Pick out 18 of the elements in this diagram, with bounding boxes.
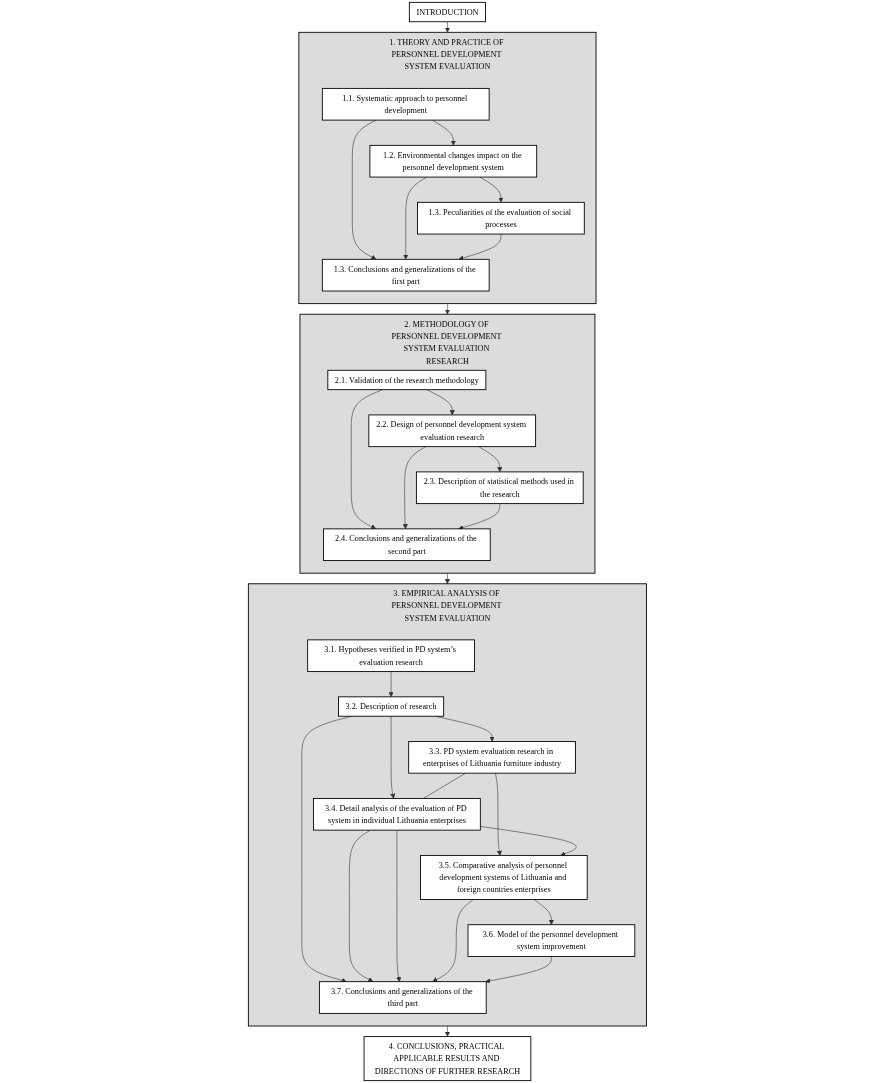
node-box: 3.1. Hypotheses verified in PD system’s evaluation research [307, 639, 475, 673]
node-box: 1.3. Conclusions and generalizations of the first part [321, 258, 490, 292]
node-box: 3.4. Detail analysis of the evaluation of PD system in individual Lithuania enterprises [313, 798, 481, 831]
node-box: 1.3. Peculiarities of the evaluation of social processes [417, 201, 585, 235]
node-box: 2.3. Description of statistical methods used in the research [416, 471, 584, 505]
node-box: 3.7. Conclusions and generalizations of the third part [319, 981, 487, 1014]
node-box: 2.2. Design of personnel development system evaluation research [368, 414, 537, 448]
node-box: 1.2. Environmental changes impact on the personnel development system [369, 144, 538, 178]
node-box: 3.3. PD system evaluation research in enterprises of Lithuania furniture industry [408, 741, 576, 774]
node-box: 1.1. Systematic approach to personnel development [321, 87, 490, 121]
node-box: 3.6. Model of the personnel development system improvement [467, 924, 636, 957]
node-box: 3.5. Comparative analysis of personnel development systems of Lithuania and foreign countries enterprises [420, 854, 588, 900]
node-box: 2.1. Validation of the research methodology [327, 369, 487, 391]
node-box: 2.4. Conclusions and generalizations of the second part [323, 528, 491, 562]
node-box: 3.2. Description of research [338, 696, 445, 717]
node-box: 4. CONCLUSIONS, PRACTICAL APPLICABLE RESULTS AND DIRECTIONS OF FURTHER RESEARCH [363, 1036, 532, 1082]
connector [423, 772, 466, 799]
node-box: INTRODUCTION [408, 1, 487, 23]
